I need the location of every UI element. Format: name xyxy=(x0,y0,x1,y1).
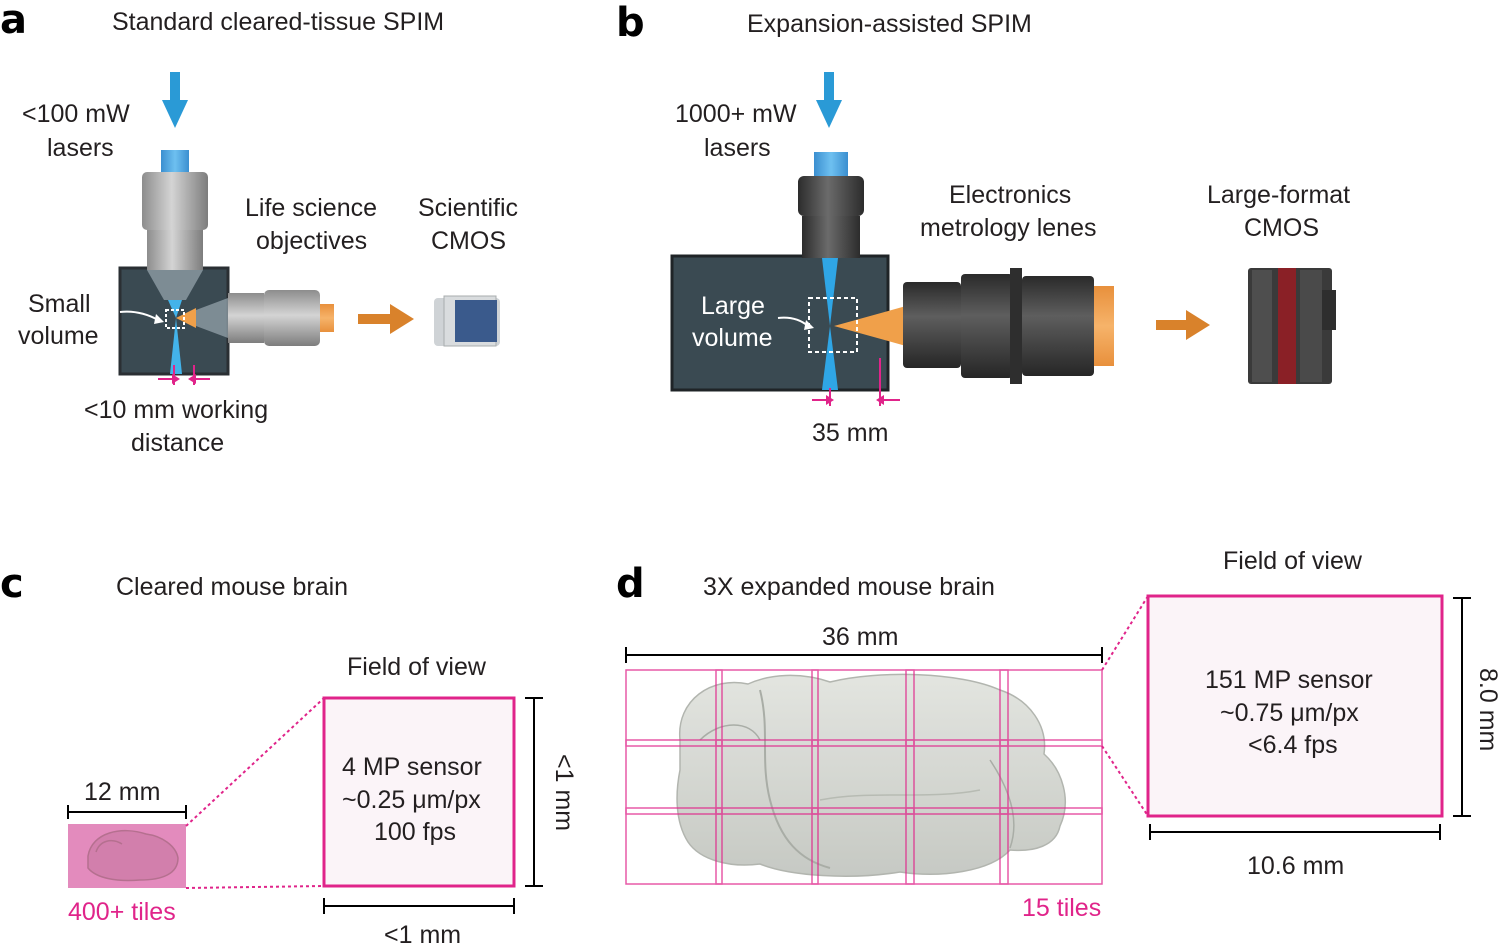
tile xyxy=(905,739,1009,815)
panel-d: d 3X expanded mouse brain 36 mm xyxy=(616,547,1500,922)
tile xyxy=(625,807,723,885)
detection-objective xyxy=(196,290,334,346)
tile-grid xyxy=(625,669,1103,885)
laser-label: lasers xyxy=(704,134,771,162)
small-volume-box xyxy=(165,309,185,329)
fov-width-label: 10.6 mm xyxy=(1247,852,1344,880)
illumination-objective xyxy=(142,150,208,300)
resolution-label: ~0.75 μm/px xyxy=(1220,699,1359,727)
sensor-label: 151 MP sensor xyxy=(1205,666,1373,694)
laser-power-label: <100 mW xyxy=(22,100,130,128)
fov-height-label: 8.0 mm xyxy=(1474,668,1500,751)
sensor-label: 4 MP sensor xyxy=(342,753,482,781)
tile xyxy=(625,669,723,747)
objectives-label-2: objectives xyxy=(256,227,367,255)
light-sheet-lower xyxy=(170,318,182,374)
tile xyxy=(999,807,1103,885)
tile xyxy=(715,669,819,747)
volume-pointer xyxy=(119,310,159,321)
panel-c-title: Cleared mouse brain xyxy=(116,573,348,601)
fov-width-label: <1 mm xyxy=(384,921,461,945)
light-sheet xyxy=(168,300,182,318)
working-distance-marker xyxy=(158,365,210,385)
panel-c: c Cleared mouse brain 12 mm 400+ tiles F… xyxy=(0,561,578,945)
fov-title: Field of view xyxy=(347,653,487,681)
metrology-lens xyxy=(903,268,1114,384)
brain-width-label: 36 mm xyxy=(822,623,898,651)
tile xyxy=(715,807,819,885)
panel-b-letter: b xyxy=(616,0,645,46)
tile-count-label: 15 tiles xyxy=(1022,894,1101,922)
field-of-view-box xyxy=(1146,594,1444,818)
objectives-label-1: Life science xyxy=(245,194,377,222)
tile xyxy=(811,669,915,747)
lenses-label-2: metrology lenes xyxy=(920,214,1096,242)
scmos-camera xyxy=(434,295,500,347)
volume-label: volume xyxy=(692,324,773,352)
brain-width-label: 12 mm xyxy=(84,778,160,806)
emission-cone xyxy=(834,306,906,346)
tile xyxy=(905,807,1009,885)
cleared-brain-tiles xyxy=(68,824,186,888)
volume-label: volume xyxy=(18,322,99,350)
laser-power-label: 1000+ mW xyxy=(675,100,797,128)
tile xyxy=(811,807,915,885)
lenses-label-1: Electronics xyxy=(949,181,1071,209)
tile xyxy=(715,739,819,815)
tile xyxy=(625,739,723,815)
camera-label-2: CMOS xyxy=(1244,214,1319,242)
laser-arrow-icon xyxy=(162,72,188,128)
zoom-line-top xyxy=(1101,595,1149,671)
laser-arrow-icon xyxy=(816,72,842,128)
resolution-label: ~0.25 μm/px xyxy=(342,786,481,814)
working-distance-label: 35 mm xyxy=(812,419,888,447)
working-distance-label-2: distance xyxy=(131,429,224,457)
light-sheet-lower xyxy=(822,326,838,390)
working-distance-label-1: <10 mm working xyxy=(84,396,268,424)
field-of-view-box xyxy=(322,696,516,888)
tile xyxy=(999,669,1103,747)
panel-a-title: Standard cleared-tissue SPIM xyxy=(112,8,444,36)
large-format-camera xyxy=(1248,268,1336,384)
framerate-label: <6.4 fps xyxy=(1248,731,1338,759)
panel-b: b Expansion-assisted SPIM 1000+ mW laser… xyxy=(616,0,1350,447)
laser-label: lasers xyxy=(47,134,114,162)
panel-c-letter: c xyxy=(0,561,24,607)
panel-d-letter: d xyxy=(616,561,645,607)
tile xyxy=(905,669,1009,747)
signal-arrow-icon xyxy=(1156,310,1210,340)
zoom-line-bottom xyxy=(185,885,325,889)
working-distance-marker xyxy=(812,358,900,406)
tile xyxy=(811,739,915,815)
fov-height-label: <1 mm xyxy=(550,754,578,831)
camera-label-2: CMOS xyxy=(431,227,506,255)
panel-a-letter: a xyxy=(0,0,27,43)
emission-cone xyxy=(176,308,196,328)
camera-label-1: Large-format xyxy=(1207,181,1350,209)
tile-count-label: 400+ tiles xyxy=(68,898,176,926)
small-volume-label: Small xyxy=(28,290,91,318)
light-sheet xyxy=(822,258,838,326)
large-volume-label: Large xyxy=(701,292,765,320)
zoom-line-bottom xyxy=(1101,745,1149,817)
tile xyxy=(999,739,1103,815)
camera-label-1: Scientific xyxy=(418,194,518,222)
framerate-label: 100 fps xyxy=(374,818,456,846)
fov-title: Field of view xyxy=(1223,547,1363,575)
panel-a: a Standard cleared-tissue SPIM <100 mW l… xyxy=(0,0,518,457)
zoom-line-top xyxy=(185,697,325,827)
signal-arrow-icon xyxy=(358,304,414,334)
expanded-brain xyxy=(676,673,1066,877)
illumination-objective xyxy=(798,152,864,258)
panel-b-title: Expansion-assisted SPIM xyxy=(747,10,1032,38)
panel-d-title: 3X expanded mouse brain xyxy=(703,573,995,601)
